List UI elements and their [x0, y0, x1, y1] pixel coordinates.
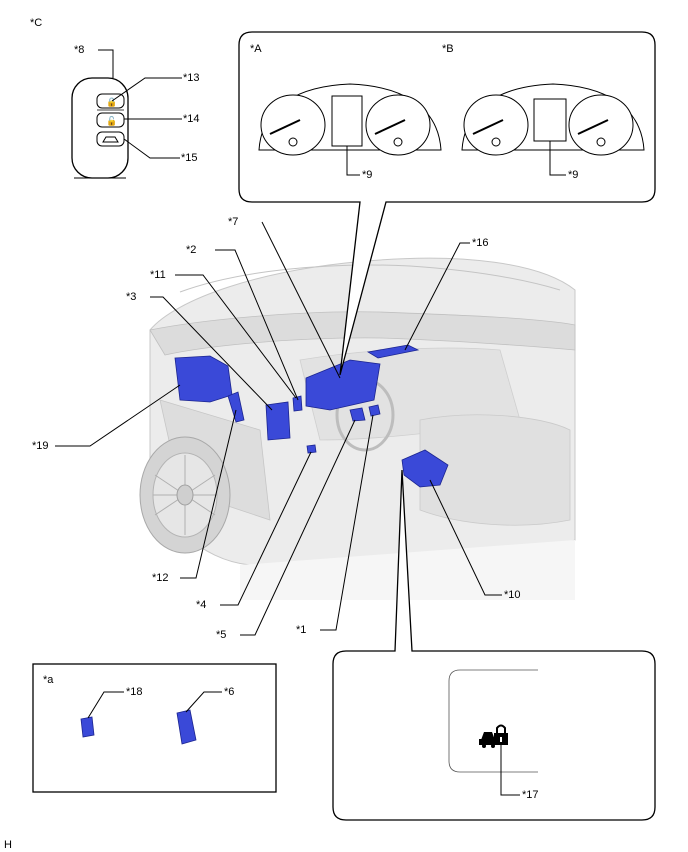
callout-3: *3 — [126, 291, 136, 303]
component-5 — [349, 407, 366, 422]
callout-8: *8 — [74, 44, 84, 56]
highlighted-components — [174, 344, 449, 488]
callout-4: *4 — [196, 599, 206, 611]
svg-text:🔒: 🔒 — [106, 97, 117, 107]
callout-7: *7 — [228, 216, 238, 228]
callout-11: *11 — [150, 269, 166, 281]
view-a-small-box: *a — [32, 663, 277, 793]
callout-18: *18 — [126, 686, 143, 698]
svg-text:🔓: 🔓 — [106, 115, 117, 126]
callout-15: *15 — [181, 152, 198, 164]
component-12 — [227, 391, 245, 423]
component-4 — [306, 444, 317, 454]
callout-14: *14 — [183, 113, 200, 125]
view-c-key: *C 🔒 🔓 — [30, 17, 129, 179]
callout-5: *5 — [216, 629, 226, 641]
callout-2: *2 — [186, 244, 196, 256]
callout-16: *16 — [472, 237, 489, 249]
callout-6: *6 — [224, 686, 234, 698]
callout-1: *1 — [296, 624, 306, 636]
callout-10: *10 — [504, 589, 521, 601]
component-10 — [401, 449, 449, 488]
component-3 — [265, 401, 291, 441]
view-a-label: *A — [250, 43, 262, 55]
view-a-small-label: *a — [43, 674, 54, 686]
view-a-b-box: *A *B — [238, 31, 656, 376]
callout-9b: *9 — [568, 169, 578, 181]
view-b-label: *B — [442, 43, 454, 55]
component-1 — [368, 404, 381, 417]
component-7 — [305, 359, 381, 411]
view-17-box — [332, 469, 656, 821]
callout-13: *13 — [183, 72, 200, 84]
callout-9a: *9 — [362, 169, 372, 181]
callout-12: *12 — [152, 572, 169, 584]
callout-19: *19 — [32, 440, 49, 452]
callout-17: *17 — [522, 789, 539, 801]
view-c-label: *C — [30, 17, 42, 29]
figure-code: H — [4, 839, 12, 851]
component-11 — [292, 395, 303, 412]
